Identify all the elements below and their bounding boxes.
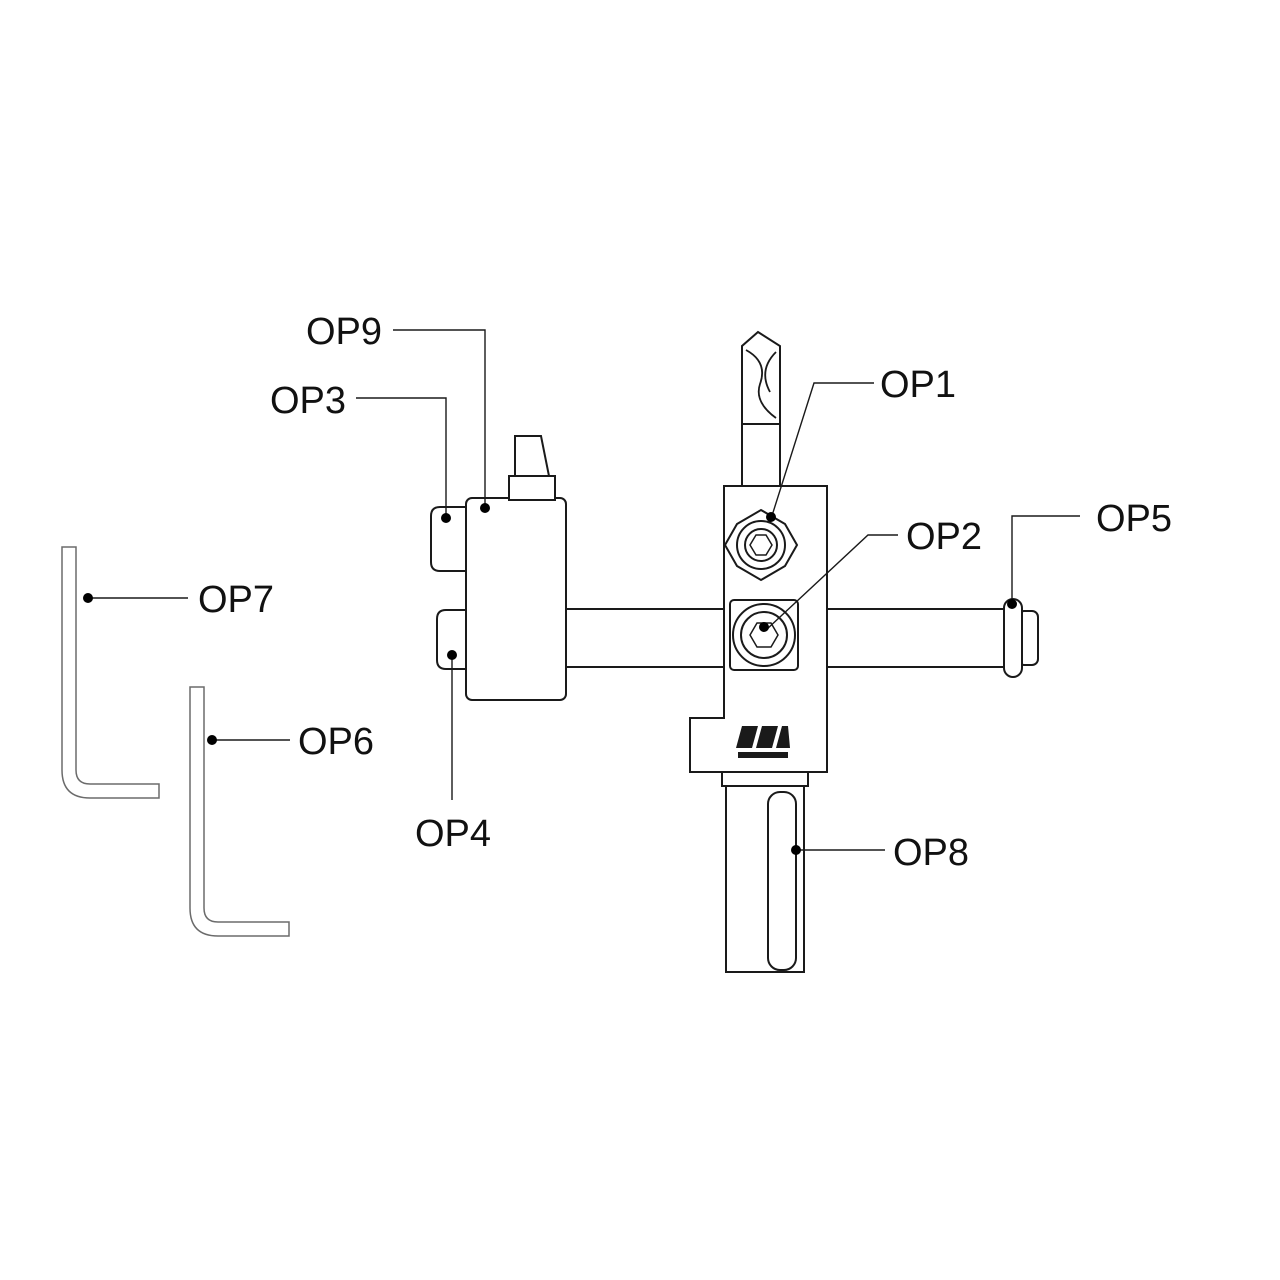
set-screw-op4	[436, 609, 467, 670]
bar-end-ring	[1003, 598, 1023, 678]
label-op5: OP5	[1096, 498, 1172, 540]
cutter-holder-block	[465, 497, 567, 701]
leader-dot-op3	[441, 513, 451, 523]
leader-dot-op1	[766, 512, 776, 522]
hex-key-small	[189, 686, 290, 937]
brand-logo	[736, 726, 790, 758]
leader-dot-op4	[447, 650, 457, 660]
label-op2: OP2	[906, 516, 982, 558]
label-op1: OP1	[880, 364, 956, 406]
leader-dot-op8	[791, 845, 801, 855]
leader-dot-op5	[1007, 599, 1017, 609]
hex-socket-op2	[749, 622, 779, 648]
shank-collar	[721, 771, 809, 787]
leader-dot-op2	[759, 622, 769, 632]
shank-flat	[767, 791, 797, 971]
label-op3: OP3	[270, 380, 346, 422]
label-op7: OP7	[198, 579, 274, 621]
leader-op9	[393, 329, 486, 508]
label-op8: OP8	[893, 832, 969, 874]
leader-op5	[1011, 515, 1080, 604]
cutter-blade-tip	[514, 435, 551, 477]
leader-op2	[765, 534, 898, 631]
drill-spiral-2	[764, 351, 777, 393]
hex-socket-op1	[749, 534, 773, 556]
leader-dot-op7	[83, 593, 93, 603]
cutter-blade-base	[508, 475, 556, 501]
label-op9: OP9	[306, 311, 382, 353]
leader-dot-op6	[207, 735, 217, 745]
hex-key-large	[61, 546, 160, 799]
leader-op3	[356, 397, 447, 518]
drill-spiral	[745, 349, 777, 419]
label-op6: OP6	[298, 721, 374, 763]
set-screw-op3	[430, 506, 467, 572]
label-op4: OP4	[415, 813, 491, 855]
leader-dot-op9	[480, 503, 490, 513]
leader-op1	[769, 382, 874, 523]
drill-shank	[741, 423, 781, 487]
